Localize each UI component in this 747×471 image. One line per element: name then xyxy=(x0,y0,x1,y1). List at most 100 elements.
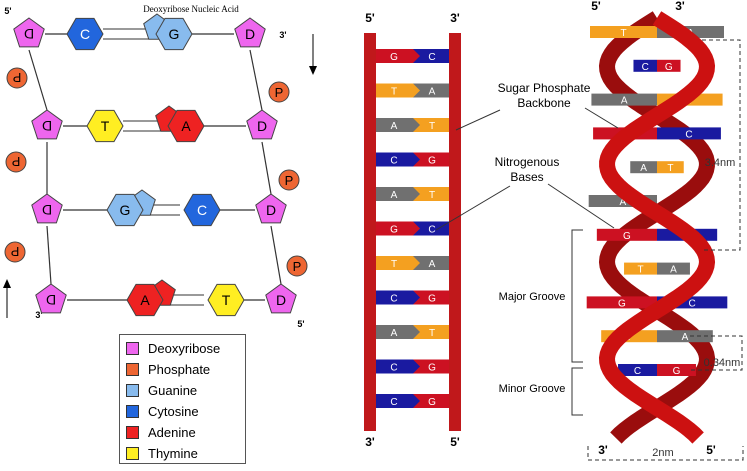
backbone-bond xyxy=(28,49,48,111)
backbone-bond xyxy=(261,141,272,195)
phosphate-label: P xyxy=(13,70,22,85)
base-pair-label: T xyxy=(429,121,435,132)
width-label: 2nm xyxy=(652,447,673,459)
sugar-label: D xyxy=(42,118,52,134)
backbone-label: Backbone xyxy=(517,96,571,110)
helix-base-label: C xyxy=(642,62,649,73)
strand-end-5-label: 5' xyxy=(297,319,304,329)
base-notch xyxy=(413,256,420,270)
helix-base-bar xyxy=(586,296,657,309)
purine-base xyxy=(126,283,164,317)
base-pair-label: C xyxy=(390,363,397,374)
legend-item-thymine: Thymine xyxy=(126,443,245,464)
backbone-bond xyxy=(249,49,263,111)
helix-base-bar xyxy=(591,93,657,106)
deoxyribose-sugar xyxy=(265,283,297,314)
base-notch xyxy=(413,152,420,167)
base-pair-label: A xyxy=(391,190,398,201)
base-label: T xyxy=(101,118,110,134)
base-pair-label: A xyxy=(391,121,398,132)
sugar-label: D xyxy=(266,202,276,218)
strand-end-5-label: 5' xyxy=(4,6,11,16)
phosphate-swatch xyxy=(126,363,139,376)
deoxyribose-sugar xyxy=(246,109,278,140)
pointer-line xyxy=(584,107,619,129)
base-notch xyxy=(413,118,420,132)
deoxyribose-sugar xyxy=(31,109,63,140)
deoxyribose-sugar xyxy=(31,193,63,224)
base-bar xyxy=(376,256,413,270)
major-groove-brace xyxy=(571,229,583,363)
base-bar xyxy=(413,49,449,63)
base-label: C xyxy=(197,202,207,218)
base-bar xyxy=(376,49,413,63)
backbone-bond xyxy=(46,225,52,285)
base-notch xyxy=(413,83,420,98)
minor-groove-brace xyxy=(571,367,583,416)
helix-base-label: G xyxy=(618,298,626,309)
cytosine-swatch xyxy=(126,405,139,418)
base-pair-label: A xyxy=(429,259,436,270)
strand-end-3-label: 3' xyxy=(450,11,460,25)
phosphate-group xyxy=(268,81,290,103)
sugar-label: D xyxy=(24,26,34,42)
pyrimidine-base xyxy=(86,109,124,143)
base-bar xyxy=(413,221,449,236)
sugar-label: D xyxy=(276,292,286,308)
base-pair-label: G xyxy=(428,156,436,167)
strand-end-3-label: 3' xyxy=(598,443,608,457)
helix-base-bar xyxy=(618,364,657,376)
pitch-label: 3.4nm xyxy=(705,157,736,169)
phosphate-label: P xyxy=(285,173,294,188)
deoxyribose-sugar xyxy=(13,17,45,48)
base-label: C xyxy=(80,26,90,42)
helix-base-label: A xyxy=(640,163,647,174)
phosphate-group xyxy=(6,67,28,89)
base-bar xyxy=(376,290,413,305)
ladder-backbone-left xyxy=(364,33,376,431)
sugar-label: D xyxy=(257,118,267,134)
base-bar xyxy=(376,152,413,167)
base-bar xyxy=(413,394,449,408)
base-bar xyxy=(413,256,449,270)
base-bar xyxy=(413,290,449,305)
base-pair-label: T xyxy=(429,328,435,339)
base-bar xyxy=(413,187,449,201)
deoxyribose-sugar xyxy=(234,17,266,48)
base-pair-label: G xyxy=(390,52,398,63)
major-groove-label: Major Groove xyxy=(499,291,566,303)
phosphate-group xyxy=(5,151,27,173)
deoxyribose-swatch xyxy=(126,342,139,355)
adenine-swatch xyxy=(126,426,139,439)
base-label: T xyxy=(222,292,231,308)
helix-backbone-front xyxy=(598,11,716,444)
rise-bracket xyxy=(690,335,743,371)
helix-base-bar xyxy=(624,262,657,275)
helix-base-bar xyxy=(657,127,721,140)
helix-base-bar xyxy=(633,59,657,72)
bases-label: Nitrogenous xyxy=(495,155,560,169)
legend: Deoxyribose Phosphate Guanine Cytosine A… xyxy=(119,334,246,464)
legend-label: Cytosine xyxy=(148,404,199,419)
arrowhead-icon xyxy=(3,279,11,288)
base-pair-label: T xyxy=(429,190,435,201)
backbone-bond xyxy=(270,225,282,285)
sugar-label: D xyxy=(42,202,52,218)
phosphate-group xyxy=(278,169,300,191)
base-bar xyxy=(376,325,413,339)
thymine-swatch xyxy=(126,447,139,460)
base-label: A xyxy=(140,292,150,308)
phosphate-label: P xyxy=(12,154,21,169)
pyrimidine-base xyxy=(183,193,221,227)
helix-base-label: A xyxy=(620,197,627,208)
helix-base-bar xyxy=(657,330,713,343)
backbone-label: Sugar Phosphate xyxy=(498,81,591,95)
rise-label: 0.34nm xyxy=(704,357,741,369)
base-pair-label: C xyxy=(428,52,435,63)
base-bar xyxy=(376,221,413,236)
base-bar xyxy=(413,118,449,132)
width-bracket xyxy=(587,446,744,461)
base-pair-label: C xyxy=(428,225,435,236)
